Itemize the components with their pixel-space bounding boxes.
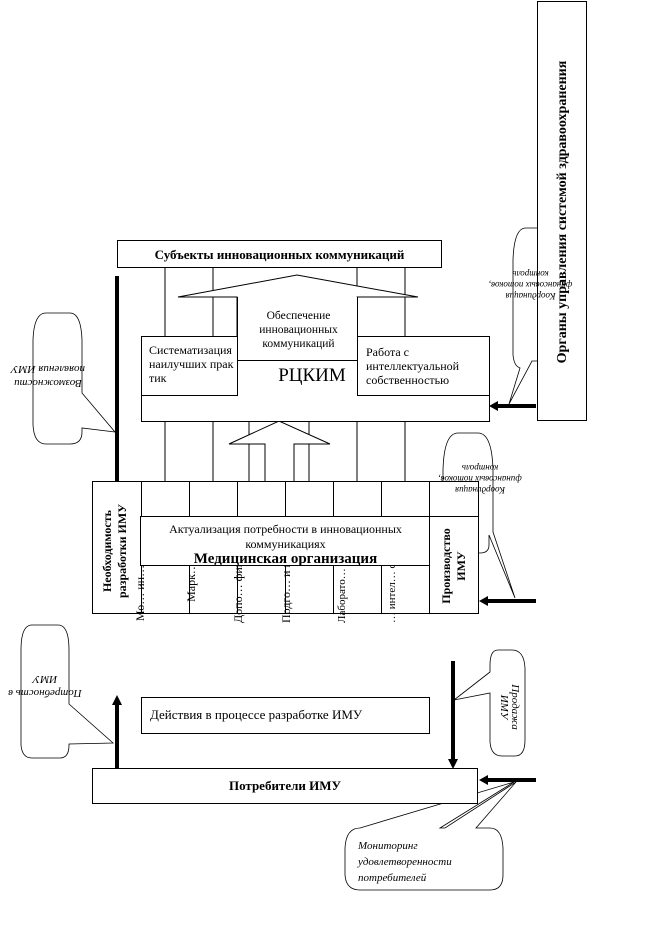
rckim-center-label: Обеспечение инновационных коммуникаций <box>259 310 338 350</box>
callout-need-text: Потребность в ИМУ <box>8 673 82 699</box>
callout-possibilities-shape <box>32 312 116 445</box>
column-text-3: Допо… фина… <box>231 543 245 623</box>
column-text-4: Подго… и п… <box>279 549 293 623</box>
consumers-box: Потребители ИМУ <box>92 768 478 804</box>
callout-monitoring-text: Мониторинг удовлетворенности потребителе… <box>358 840 452 884</box>
arrow-need-up <box>112 695 122 769</box>
rckim-right-box: Работа с интеллектуальной собственностью <box>357 336 490 396</box>
need-development-label: Необходимость разработки ИМУ <box>100 503 129 599</box>
health-authority-box: Органы управления системой здравоохранен… <box>537 1 587 421</box>
callout-coordination-mid-text: Координация финансовых потоков, контроль <box>438 463 522 495</box>
arrow-sales-down <box>448 661 458 769</box>
callout-monitoring-shape <box>344 781 517 891</box>
rckim-left-label: Систематизация наилучших практик <box>149 343 234 385</box>
med-org-label: Медицинская организация <box>193 551 378 567</box>
column-text-2: Марк… <box>184 562 198 602</box>
actualization-box: Актуализация потребности в инновационных… <box>140 516 431 566</box>
left-thick-bar <box>115 276 119 482</box>
rckim-center-box: Обеспечение инновационных коммуникаций <box>237 297 358 361</box>
callout-possibilities-text: Возможности появления ИМУ <box>10 363 86 389</box>
production-label: Производство ИМУ <box>439 528 468 604</box>
subjects-box: Субъекты инновационных коммуникаций <box>117 240 442 268</box>
callout-sales-shape <box>453 649 526 757</box>
rckim-label: РЦКИМ <box>278 365 346 386</box>
column-text-6: … интел… собс… <box>386 536 398 623</box>
actions-label: Действия в процессе разработке ИМУ <box>150 707 363 722</box>
consumers-label: Потребители ИМУ <box>228 778 342 793</box>
callout-coordination-top-text: Координация финансовых потоков, контроль <box>488 269 573 301</box>
column-text-1: Мо… ин… <box>133 564 147 622</box>
rckim-right-label: Работа с интеллектуальной собственностью <box>366 345 460 387</box>
callout-need-shape <box>20 624 115 759</box>
column-text-5: Лаборато… тест… <box>336 534 348 623</box>
callout-coordination-mid-shape <box>442 432 516 599</box>
arrow-monitoring <box>479 775 536 785</box>
health-authority-label: Органы управления системой здравоохранен… <box>555 60 570 364</box>
arrow-into-production <box>479 596 536 606</box>
up-arrow-mid <box>228 420 331 516</box>
connector-lines <box>164 266 406 482</box>
arrow-authority-to-rckim <box>489 401 536 411</box>
production-box: Производство ИМУ <box>429 516 479 614</box>
callout-sales-text: Продажа ИМУ <box>498 684 521 730</box>
rckim-left-box: Систематизация наилучших практик <box>141 336 238 396</box>
subjects-label: Субъекты инновационных коммуникаций <box>154 247 405 262</box>
actions-box: Действия в процессе разработке ИМУ <box>141 697 430 734</box>
actualization-label: Актуализация потребности в инновационных… <box>169 522 402 551</box>
